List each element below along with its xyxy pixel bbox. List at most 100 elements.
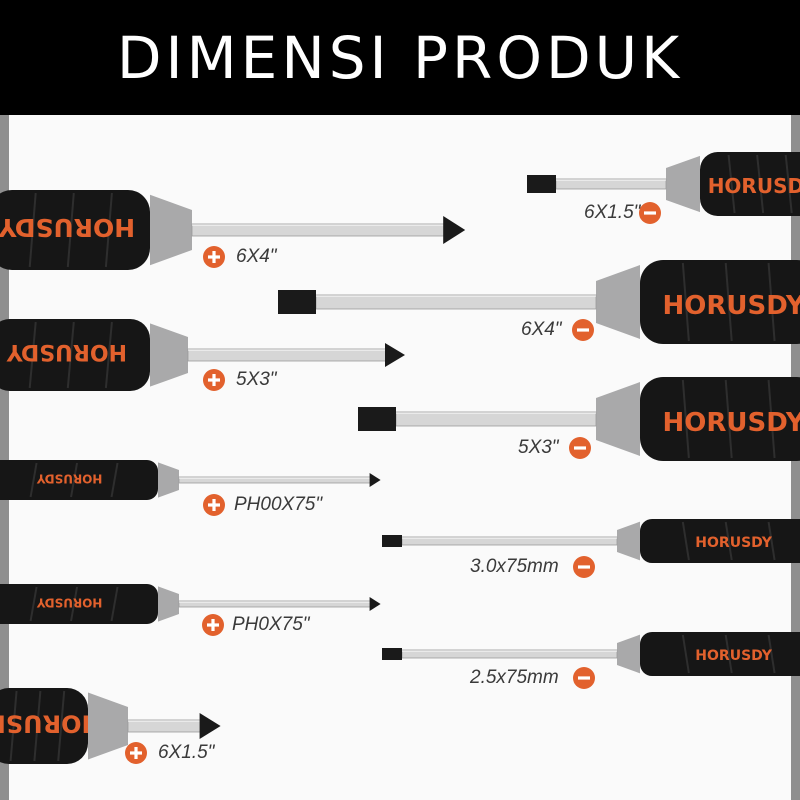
brand-logo: HORUSDY xyxy=(36,595,102,609)
grip-ridge xyxy=(681,379,690,459)
shaft xyxy=(187,348,394,362)
phillips-driver-4: HORUSDY xyxy=(0,584,381,624)
grip-ridge xyxy=(681,521,690,561)
grip-ridge xyxy=(70,462,79,498)
grip-ridge xyxy=(767,521,776,561)
plus-circle-icon xyxy=(202,614,224,636)
brand-logo: HORUSDY xyxy=(36,471,102,485)
slotted-tip xyxy=(358,407,396,431)
phillips-tip xyxy=(369,473,381,487)
grip-ridge xyxy=(784,154,793,214)
bolster xyxy=(666,155,700,213)
phillips-tip xyxy=(385,343,405,367)
handle-grip xyxy=(0,584,158,624)
phillips-driver-2: HORUSDY xyxy=(0,319,405,391)
phillips-label-2: 5X3" xyxy=(236,369,277,390)
slotted-label-5: 2.5x75mm xyxy=(470,667,559,688)
grip-ridge xyxy=(724,379,733,459)
phillips-label-5: 6X1.5" xyxy=(158,742,215,763)
phillips-driver-5: HORUSDY xyxy=(0,688,221,764)
grip-ridge xyxy=(724,262,733,342)
slotted-driver-5: HORUSDY xyxy=(382,632,800,676)
grip-ridge xyxy=(767,379,776,459)
bolster xyxy=(596,382,640,456)
minus-circle-icon xyxy=(573,556,595,578)
grip-ridge xyxy=(110,586,119,622)
minus-circle-icon xyxy=(639,202,661,224)
grip-ridge xyxy=(104,321,113,389)
grip-ridge xyxy=(66,321,75,389)
shaft xyxy=(191,223,453,237)
phillips-tip xyxy=(443,216,466,244)
handle-grip xyxy=(640,260,800,344)
grip-ridge xyxy=(33,690,42,762)
slotted-label-1: 6X1.5" xyxy=(584,202,641,223)
phillips-tip xyxy=(369,597,381,611)
phillips-label-1: 6X4" xyxy=(236,246,277,267)
slotted-tip xyxy=(527,175,556,193)
plus-circle-icon xyxy=(203,494,225,516)
slotted-tip xyxy=(278,290,316,314)
minus-circle-icon xyxy=(573,667,595,689)
bolster xyxy=(617,521,640,561)
handle-grip xyxy=(640,377,800,461)
handle-grip xyxy=(640,632,800,676)
page-title: DIMENSI PRODUK xyxy=(116,23,684,92)
bolster xyxy=(596,265,640,339)
plus-circle-icon xyxy=(203,369,225,391)
bolster xyxy=(158,586,179,622)
brand-logo: HORUSDY xyxy=(0,213,135,242)
phillips-tip xyxy=(199,713,221,739)
handle-grip xyxy=(640,519,800,563)
phillips-driver-1: HORUSDY xyxy=(0,190,466,270)
minus-circle-icon xyxy=(572,319,594,341)
grip-ridge xyxy=(66,192,75,268)
phillips-driver-3: HORUSDY xyxy=(0,460,381,500)
slotted-driver-2: HORUSDY xyxy=(278,260,800,344)
grip-ridge xyxy=(681,262,690,342)
grip-ridge xyxy=(756,154,765,214)
plus-circle-icon xyxy=(203,246,225,268)
brand-logo: HORUSDY xyxy=(6,339,127,364)
brand-logo: HORUSDY xyxy=(662,408,800,438)
grip-ridge xyxy=(29,462,38,498)
phillips-label-4: PH0X75" xyxy=(232,614,310,635)
bolster xyxy=(88,692,128,760)
grip-ridge xyxy=(724,634,733,674)
grip-ridge xyxy=(28,321,37,389)
brand-logo: HORUSDY xyxy=(662,291,800,321)
handle-grip xyxy=(0,190,150,270)
bolster xyxy=(150,323,188,387)
phillips-label-3: PH00X75" xyxy=(234,494,323,515)
slotted-label-3: 5X3" xyxy=(518,437,559,458)
slotted-label-4: 3.0x75mm xyxy=(470,556,559,577)
plus-circle-icon xyxy=(125,742,147,764)
grip-ridge xyxy=(727,154,736,214)
grip-ridge xyxy=(9,690,18,762)
brand-logo: HORUSDY xyxy=(695,648,772,664)
grip-ridge xyxy=(57,690,66,762)
grip-ridge xyxy=(724,521,733,561)
shaft xyxy=(127,719,209,733)
handle-grip xyxy=(700,152,800,216)
slotted-driver-1: HORUSDY xyxy=(527,152,800,216)
shaft xyxy=(315,294,597,310)
header-banner: DIMENSI PRODUK xyxy=(0,0,800,115)
handle-grip xyxy=(0,319,150,391)
slotted-driver-3: HORUSDY xyxy=(358,377,800,461)
brand-logo: HORUSDY xyxy=(708,174,800,198)
minus-circle-icon xyxy=(569,437,591,459)
bolster xyxy=(150,194,192,266)
brand-logo: HORUSDY xyxy=(0,709,102,737)
grip-ridge xyxy=(767,262,776,342)
grip-ridge xyxy=(104,192,113,268)
slotted-tip xyxy=(382,535,402,547)
bolster xyxy=(158,462,179,498)
grip-ridge xyxy=(767,634,776,674)
shaft xyxy=(395,411,597,427)
grip-ridge xyxy=(70,586,79,622)
bolster xyxy=(617,634,640,674)
grip-ridge xyxy=(28,192,37,268)
